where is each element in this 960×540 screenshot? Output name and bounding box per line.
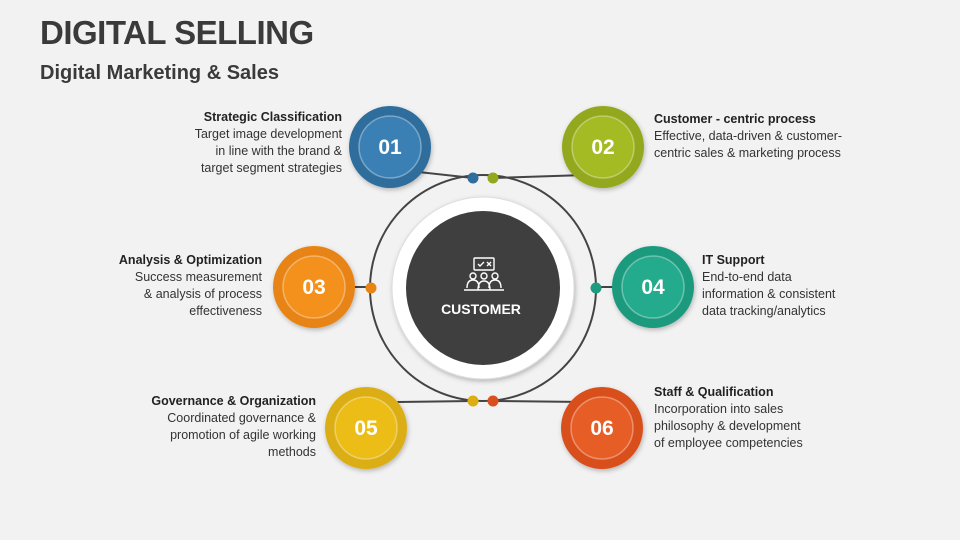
badge-03: 03 — [273, 246, 355, 328]
item-01-text: Target image development in line with th… — [194, 127, 342, 175]
item-04-text: End-to-end data information & consistent… — [702, 270, 836, 318]
item-02-text: Effective, data-driven & customer- centr… — [654, 129, 843, 160]
slide-subtitle: Digital Marketing & Sales — [40, 62, 279, 84]
item-02-description: Customer - centric process Effective, da… — [654, 111, 884, 162]
dot-03 — [365, 282, 377, 294]
item-02-title: Customer - centric process — [654, 112, 816, 126]
item-06-title: Staff & Qualification — [654, 385, 774, 399]
badge-06-number: 06 — [590, 417, 613, 440]
dot-01 — [467, 172, 479, 184]
dot-02 — [487, 172, 499, 184]
item-01-title: Strategic Classification — [203, 110, 342, 124]
dot-06 — [487, 395, 499, 407]
customer-group-icon — [464, 257, 504, 291]
badge-05-number: 05 — [354, 417, 378, 440]
item-05-title: Governance & Organization — [151, 394, 316, 408]
item-05-text: Coordinated governance & promotion of ag… — [167, 411, 316, 459]
slide-title: DIGITAL SELLING — [40, 14, 314, 51]
item-05-description: Governance & Organization Coordinated go… — [86, 393, 316, 461]
badge-04: 04 — [612, 246, 694, 328]
badge-05: 05 — [325, 387, 407, 469]
item-06-text: Incorporation into sales philosophy & de… — [654, 402, 803, 450]
item-04-title: IT Support — [702, 253, 765, 267]
badge-02: 02 — [562, 106, 644, 188]
item-03-description: Analysis & Optimization Success measurem… — [32, 252, 262, 320]
badge-03-number: 03 — [302, 276, 325, 299]
item-03-title: Analysis & Optimization — [118, 253, 262, 267]
badge-01: 01 — [349, 106, 431, 188]
dot-05 — [467, 395, 479, 407]
item-03-text: Success measurement & analysis of proces… — [134, 270, 262, 318]
item-06-description: Staff & Qualification Incorporation into… — [654, 384, 884, 452]
dot-04 — [590, 282, 602, 294]
item-01-description: Strategic Classification Target image de… — [112, 109, 342, 177]
item-04-description: IT Support End-to-end data information &… — [702, 252, 932, 320]
badge-01-number: 01 — [378, 136, 402, 159]
center-label: CUSTOMER — [441, 301, 521, 317]
badge-02-number: 02 — [591, 136, 614, 159]
center-hub — [406, 211, 560, 365]
badge-06: 06 — [561, 387, 643, 469]
badge-04-number: 04 — [641, 276, 665, 299]
